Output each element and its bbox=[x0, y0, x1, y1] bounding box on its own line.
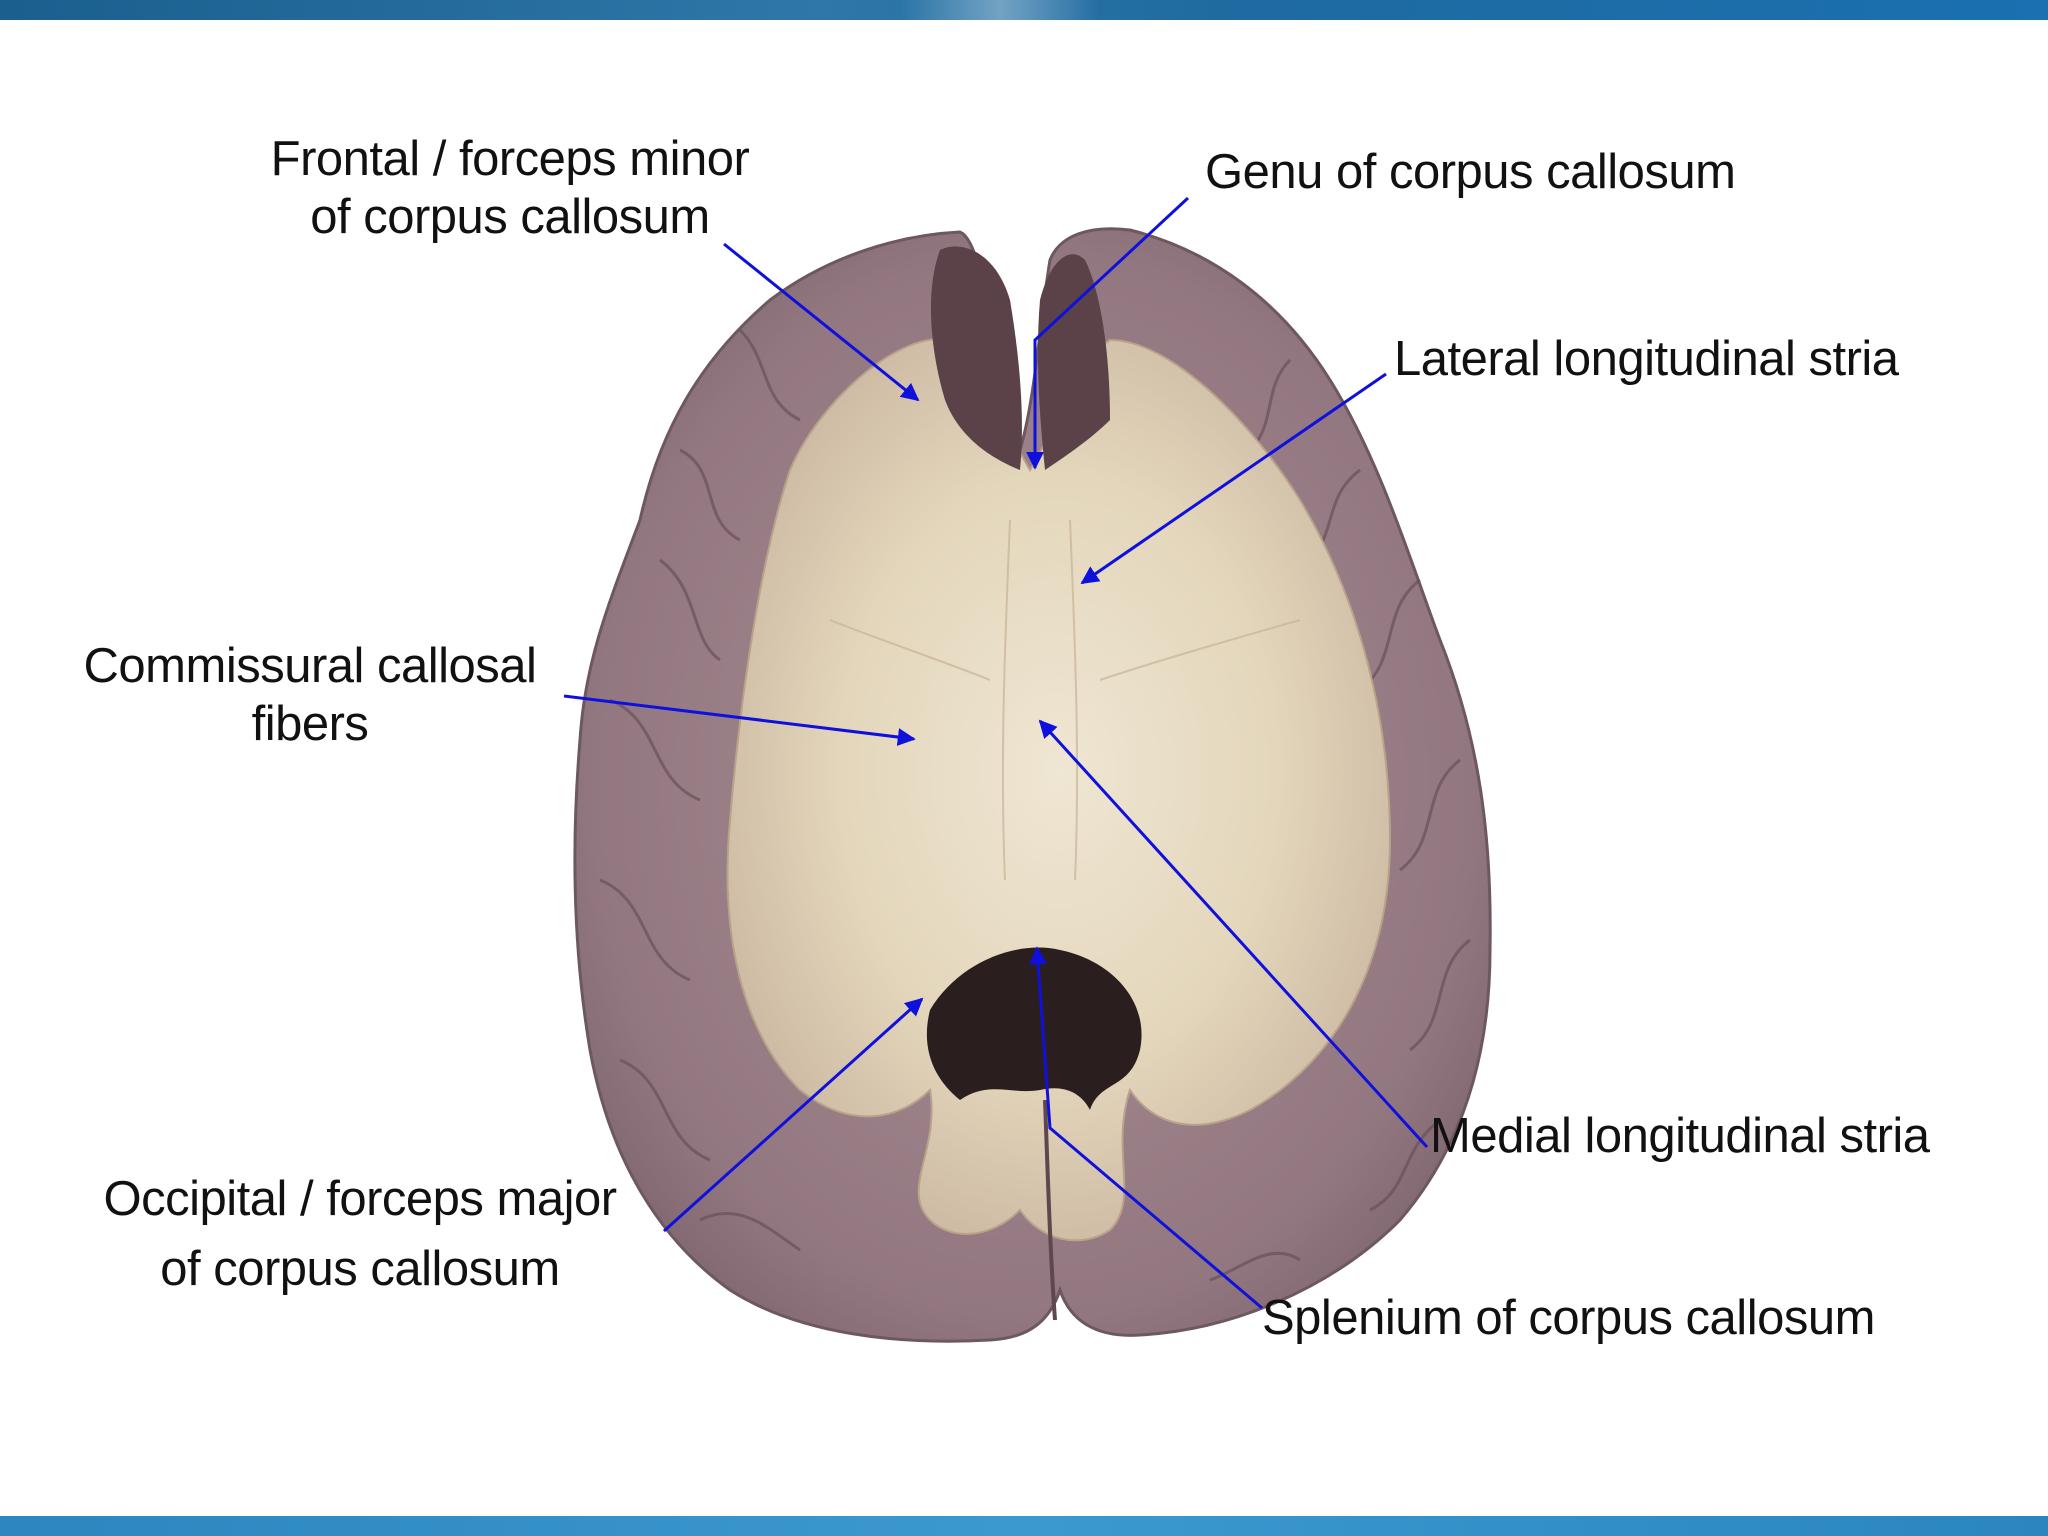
occipital-cavity bbox=[926, 947, 1142, 1110]
label-splenium: Splenium of corpus callosum bbox=[1262, 1291, 1875, 1345]
label-frontal-line1: Frontal / forceps minor bbox=[270, 132, 750, 186]
arrow-lateral-stria bbox=[1080, 372, 1387, 585]
header-swoosh bbox=[900, 0, 1100, 20]
label-lateral-longitudinal-stria: Lateral longitudinal stria bbox=[1394, 332, 1899, 386]
label-occipital-forceps-major: Occipital / forceps major of corpus call… bbox=[70, 1170, 650, 1298]
arrow-occipital bbox=[662, 997, 924, 1233]
label-commissural-callosal-fibers: Commissural callosal fibers bbox=[60, 637, 560, 753]
white-matter-striations bbox=[829, 519, 1301, 881]
label-occipital-line1: Occipital / forceps major bbox=[103, 1172, 617, 1226]
label-medial-longitudinal-stria: Medial longitudinal stria bbox=[1430, 1109, 1930, 1163]
label-frontal-forceps-minor: Frontal / forceps minor of corpus callos… bbox=[230, 130, 790, 246]
frontal-cavity-left bbox=[930, 246, 1022, 470]
label-commissural-line1: Commissural callosal bbox=[83, 639, 537, 693]
label-commissural-line2: fibers bbox=[251, 697, 369, 751]
arrow-frontal bbox=[723, 242, 920, 402]
label-genu: Genu of corpus callosum bbox=[1205, 145, 1736, 199]
label-occipital-line2: of corpus callosum bbox=[160, 1242, 560, 1296]
footer-bar bbox=[0, 1516, 2048, 1536]
longitudinal-fissure-line bbox=[1043, 1099, 1057, 1321]
annotation-arrows bbox=[563, 196, 1429, 1310]
arrow-splenium bbox=[1029, 946, 1263, 1310]
arrow-commissural bbox=[563, 694, 916, 746]
header-bar bbox=[0, 0, 2048, 20]
arrow-medial-stria bbox=[1038, 719, 1429, 1149]
label-frontal-line2: of corpus callosum bbox=[310, 190, 710, 244]
arrow-genu bbox=[1026, 196, 1190, 470]
frontal-cavity-right bbox=[1037, 254, 1110, 470]
